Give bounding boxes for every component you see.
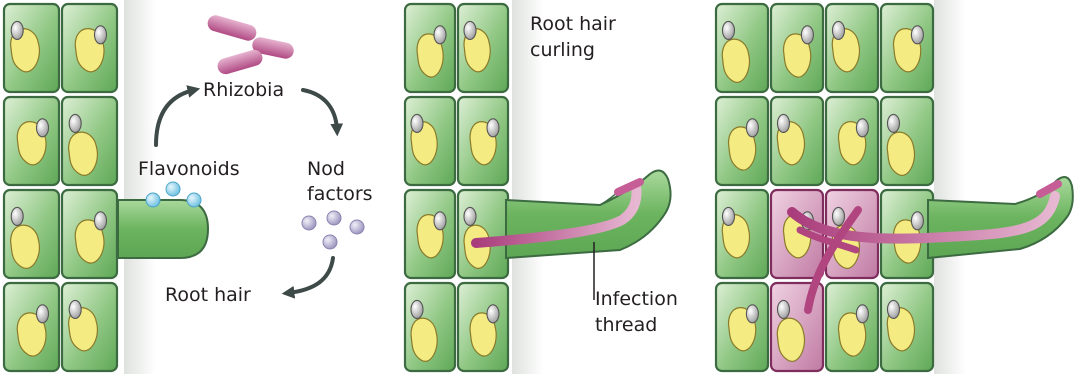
rhizobia-bacteria xyxy=(206,13,295,76)
epidermal-cell xyxy=(62,283,117,371)
nucleus xyxy=(746,119,758,137)
epidermal-cell xyxy=(4,97,59,185)
epidermal-cell xyxy=(458,283,508,371)
epidermal-cell xyxy=(4,4,59,92)
epidermal-cell xyxy=(4,190,59,278)
nucleus xyxy=(777,114,789,132)
nucleus xyxy=(11,21,23,39)
infected-cortical-cell xyxy=(771,283,823,371)
nucleus xyxy=(11,207,23,225)
nucleus xyxy=(722,21,734,39)
epidermal-cell xyxy=(881,4,933,92)
nod-factor-molecule-icon xyxy=(327,211,341,225)
nucleus xyxy=(464,21,476,39)
nucleus xyxy=(801,26,813,44)
rhizobia-label: Rhizobia xyxy=(203,79,284,101)
epidermis-wall-panel1 xyxy=(124,0,156,374)
epidermal-cell xyxy=(826,97,878,185)
epidermal-cell xyxy=(716,190,768,278)
nucleus xyxy=(832,207,844,225)
nod-factor-molecule-icon xyxy=(323,235,337,249)
epidermal-cell xyxy=(881,283,933,371)
nucleus xyxy=(911,212,923,230)
infection-thread-label-line2: thread xyxy=(595,314,657,336)
epidermal-cell xyxy=(405,4,455,92)
epidermal-cell xyxy=(4,283,59,371)
root-hair-label: Root hair xyxy=(165,284,251,306)
flavonoid-molecule-icon xyxy=(146,193,160,207)
nucleus xyxy=(411,300,423,318)
epidermal-cell xyxy=(716,4,768,92)
rhizobium-bacterium-icon xyxy=(206,13,258,42)
nucleus xyxy=(37,305,49,323)
epidermal-cell xyxy=(458,190,508,278)
nucleus xyxy=(487,119,499,137)
arrow-icon xyxy=(288,258,333,293)
flavonoid-molecule-icon xyxy=(187,193,201,207)
root-hair-curling-label-line1: Root hair xyxy=(530,13,616,35)
nod-factors-label-line2: factors xyxy=(307,183,373,205)
nucleus xyxy=(722,207,734,225)
nucleus xyxy=(487,305,499,323)
nucleus xyxy=(69,114,81,132)
nucleus xyxy=(887,300,899,318)
epidermal-cell xyxy=(716,283,768,371)
nucleus xyxy=(464,207,476,225)
epidermal-cell xyxy=(826,283,878,371)
epidermal-cell xyxy=(405,283,455,371)
epidermal-cell xyxy=(62,4,117,92)
nod-factor-molecule-icon xyxy=(350,220,364,234)
arrow-icon xyxy=(303,90,337,130)
epidermal-cell xyxy=(771,97,823,185)
nucleus xyxy=(911,26,923,44)
flavonoids-label: Flavonoids xyxy=(138,158,240,180)
epidermal-cell xyxy=(405,190,455,278)
nod-factors-label-line1: Nod xyxy=(307,158,345,180)
nucleus xyxy=(95,26,107,44)
nucleus xyxy=(856,119,868,137)
epidermal-cell xyxy=(458,97,508,185)
rhizobium-bacterium-icon xyxy=(216,48,265,76)
panel1-root-hair xyxy=(118,200,208,258)
nod-factor-molecules xyxy=(302,211,364,249)
infection-thread-label-line1: Infection xyxy=(595,288,678,310)
epidermal-cell xyxy=(458,4,508,92)
nucleus xyxy=(832,21,844,39)
epidermal-cell xyxy=(62,190,117,278)
epidermal-cell xyxy=(716,97,768,185)
nucleus xyxy=(411,114,423,132)
nucleus xyxy=(69,300,81,318)
epidermal-cell xyxy=(881,97,933,185)
epidermal-cell xyxy=(405,97,455,185)
nucleus xyxy=(95,212,107,230)
epidermis-wall-panel3 xyxy=(934,0,966,374)
arrow-icon xyxy=(156,90,194,145)
nucleus xyxy=(746,305,758,323)
epidermal-cell xyxy=(771,4,823,92)
nucleus xyxy=(37,119,49,137)
nucleus xyxy=(434,26,446,44)
nucleus xyxy=(856,305,868,323)
nucleus xyxy=(777,300,789,318)
nod-factor-molecule-icon xyxy=(302,216,316,230)
flavonoid-molecule-icon xyxy=(166,182,180,196)
nucleus xyxy=(887,114,899,132)
nucleus xyxy=(434,212,446,230)
epidermal-cell xyxy=(62,97,117,185)
epidermal-cell xyxy=(826,4,878,92)
root-hair-curling-label-line2: curling xyxy=(530,39,595,61)
